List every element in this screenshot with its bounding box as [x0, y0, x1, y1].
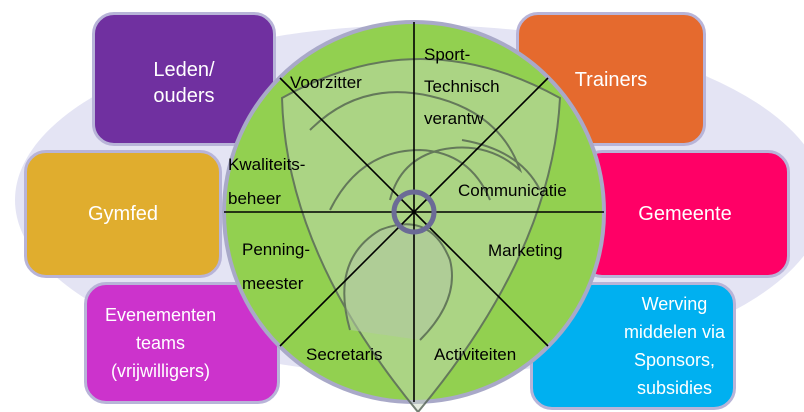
segment-communicatie: Communicatie: [458, 181, 567, 200]
segment-penningmeester-line1: Penning-: [242, 240, 310, 259]
segment-voorzitter: Voorzitter: [290, 73, 362, 92]
segment-sport-technisch-line2: Technisch: [424, 77, 500, 96]
segment-secretaris: Secretaris: [306, 345, 383, 364]
segment-penningmeester-line2: meester: [242, 274, 304, 293]
segment-sport-technisch-line3: verantw: [424, 109, 484, 128]
segment-sport-technisch-line1: Sport-: [424, 45, 470, 64]
wheel-divider-lines: [224, 22, 604, 402]
segment-kwaliteitsbeheer-line1: Kwaliteits-: [228, 155, 305, 174]
segment-kwaliteitsbeheer-line2: beheer: [228, 189, 281, 208]
box-trainers-label: Trainers: [574, 69, 648, 91]
box-gymfed: Gymfed: [24, 150, 222, 278]
segment-activiteiten: Activiteiten: [434, 345, 516, 364]
box-gymfed-label: Gymfed: [87, 203, 159, 225]
box-leden-ouders-label: Leden/ ouders: [153, 59, 215, 107]
segment-marketing: Marketing: [488, 241, 563, 260]
box-gemeente-label: Gemeente: [638, 203, 732, 225]
shield-logo-watermark: [280, 58, 562, 412]
box-evenementen-teams-label: Evenementen teams (vrijwilligers): [105, 305, 217, 381]
box-werving-middelen-label: Werving middelen via Sponsors, subsidies: [623, 294, 725, 398]
wheel-center-circle: [391, 189, 437, 235]
box-gemeente: Gemeente: [580, 150, 790, 278]
